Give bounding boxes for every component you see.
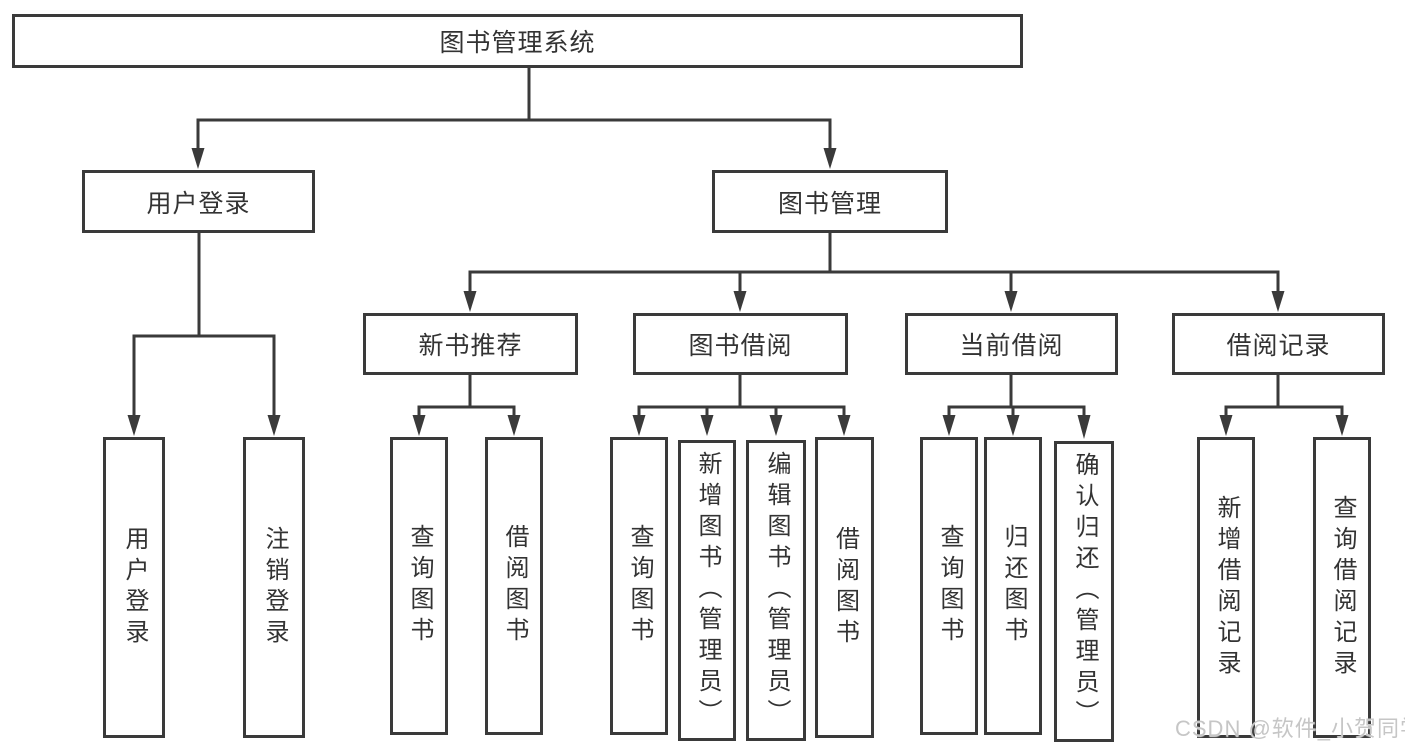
arrow-down-icon	[507, 415, 521, 436]
node-book-management: 图书管理	[712, 170, 948, 233]
arrow-down-icon	[463, 291, 477, 312]
arrow-down-icon	[1271, 291, 1285, 312]
leaf-current-return-book: 归还图书	[984, 437, 1042, 735]
arrow-down-icon	[837, 415, 851, 436]
arrow-down-icon	[267, 415, 281, 436]
arrowheads	[127, 148, 1349, 439]
leaf-borrow-add-book-admin: 新增图书（管理员）	[678, 440, 736, 741]
arrow-down-icon	[191, 148, 205, 169]
leaf-current-query-book: 查询图书	[920, 437, 978, 735]
node-book-borrow: 图书借阅	[633, 313, 848, 375]
arrow-down-icon	[1077, 415, 1091, 439]
leaf-logout-login: 注销登录	[243, 437, 305, 738]
arrow-down-icon	[769, 415, 783, 436]
connector-lines	[132, 67, 1344, 418]
arrow-down-icon	[700, 415, 714, 436]
node-new-book-recommend: 新书推荐	[363, 313, 578, 375]
arrow-down-icon	[823, 148, 837, 169]
node-user-login: 用户登录	[82, 170, 315, 233]
watermark: CSDN @软件_小贺同学	[1175, 716, 1405, 741]
arrow-down-icon	[1219, 415, 1233, 436]
leaf-record-query-record: 查询借阅记录	[1313, 437, 1371, 738]
leaf-borrow-edit-book-admin: 编辑图书（管理员）	[746, 440, 806, 741]
arrow-down-icon	[942, 415, 956, 436]
leaf-newbook-borrow-book: 借阅图书	[485, 437, 543, 735]
node-current-borrow: 当前借阅	[905, 313, 1118, 375]
node-borrow-record: 借阅记录	[1172, 313, 1385, 375]
arrow-down-icon	[1335, 415, 1349, 436]
arrow-down-icon	[733, 291, 747, 312]
leaf-user-login: 用户登录	[103, 437, 165, 738]
arrow-down-icon	[127, 415, 141, 436]
leaf-borrow-query-book: 查询图书	[610, 437, 668, 735]
arrow-down-icon	[412, 415, 426, 436]
leaf-borrow-borrow-book: 借阅图书	[815, 437, 874, 738]
leaf-newbook-query-book: 查询图书	[390, 437, 448, 735]
arrow-down-icon	[1004, 291, 1018, 312]
arrow-down-icon	[1006, 415, 1020, 436]
leaf-record-add-record: 新增借阅记录	[1197, 437, 1255, 738]
arrow-down-icon	[632, 415, 646, 436]
leaf-current-confirm-return-admin: 确认归还（管理员）	[1054, 441, 1114, 742]
node-library-management-system: 图书管理系统	[12, 14, 1023, 68]
